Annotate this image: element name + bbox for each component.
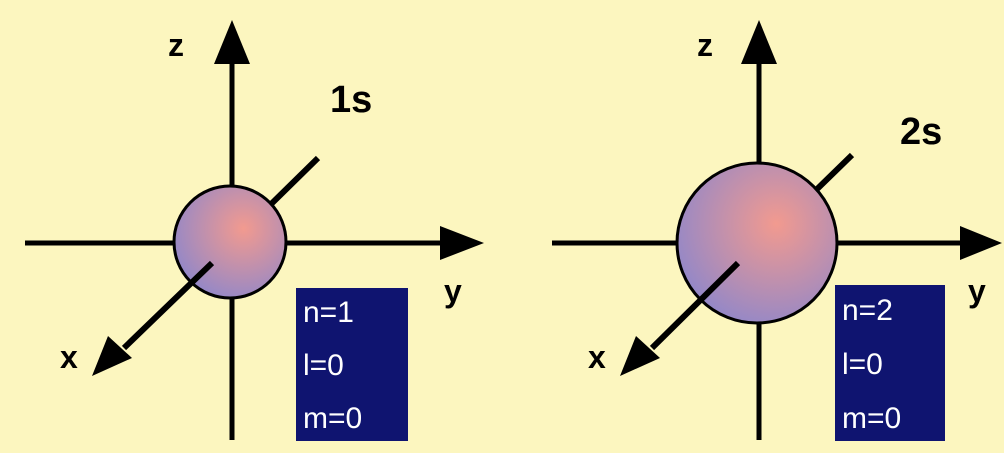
y-axis-arrowhead: [440, 226, 484, 260]
principal-quantum-number: n=1: [303, 296, 354, 329]
quantum-numbers-box: [296, 288, 408, 441]
y-axis-arrowhead: [960, 226, 1002, 260]
z-axis-label: z: [168, 27, 184, 63]
magnetic-quantum-number: m=0: [303, 402, 362, 435]
principal-quantum-number: n=2: [842, 294, 893, 327]
orbital-title: 1s: [330, 79, 372, 121]
x-axis-label: x: [588, 339, 606, 375]
angular-quantum-number: l=0: [303, 349, 344, 382]
z-axis-arrowhead: [214, 20, 250, 64]
x-axis-arrowhead: [620, 336, 660, 376]
x-axis-label: x: [60, 339, 78, 375]
y-axis-label: y: [444, 273, 462, 309]
orbital-title: 2s: [900, 111, 942, 153]
x-axis-arrowhead: [92, 336, 132, 376]
x-axis-front-line: [121, 260, 215, 351]
magnetic-quantum-number: m=0: [842, 402, 901, 435]
orbital-panel-2s: z y x 2s n=2 l=0 m=0: [552, 20, 1002, 441]
z-axis-arrowhead: [741, 20, 777, 64]
quantum-numbers-box: [835, 285, 945, 441]
x-axis-front-line: [649, 260, 741, 351]
orbital-panel-1s: z y x 1s n=1 l=0 m=0: [25, 20, 484, 441]
angular-quantum-number: l=0: [842, 348, 883, 381]
z-axis-label: z: [697, 27, 713, 63]
y-axis-label: y: [968, 273, 986, 309]
x-axis-back-line: [809, 152, 855, 197]
